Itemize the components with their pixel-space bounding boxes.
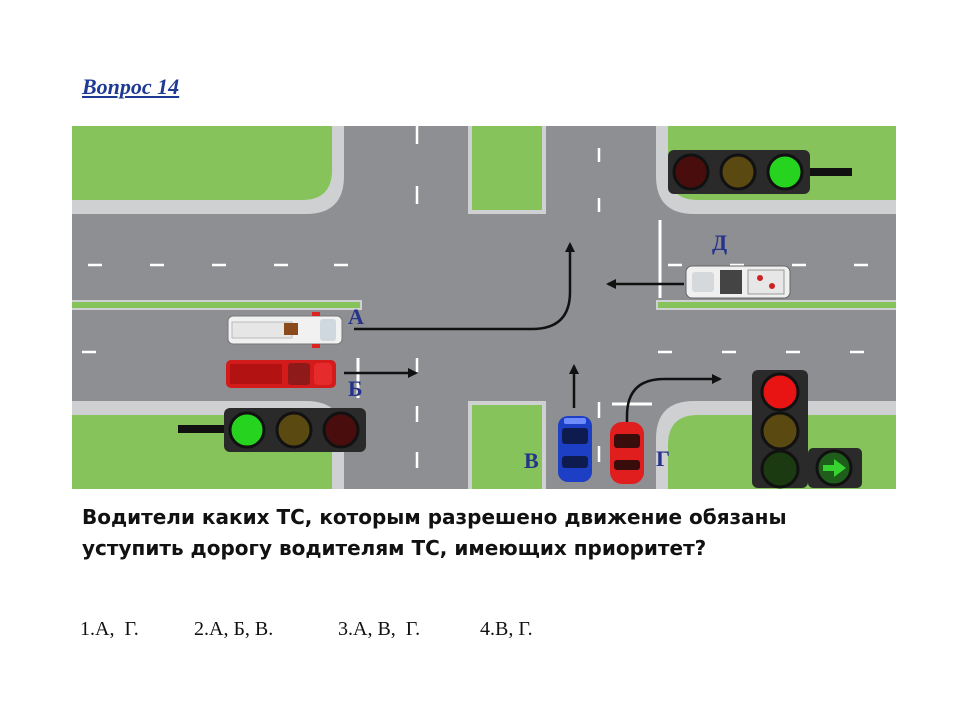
grass-top-median <box>468 126 546 214</box>
traffic-light-bottom-left <box>178 408 366 452</box>
answer-option-3[interactable]: 3.А, В, Г. <box>338 618 421 640</box>
vehicle-g-car <box>610 422 644 484</box>
vehicle-label-b: Б <box>348 376 363 401</box>
answer-option-1[interactable]: 1.А, Г. <box>80 618 139 640</box>
question-title: Вопрос 14 <box>82 74 180 99</box>
median-left <box>72 300 362 310</box>
question-text: Водители каких ТС, которым разрешено дви… <box>82 505 787 560</box>
arrow-vehicle-g <box>625 374 722 422</box>
grass-bottom-median <box>468 401 546 489</box>
vehicle-label-g: Г <box>656 446 670 471</box>
vehicle-b-pickup <box>226 360 336 388</box>
intersection-diagram: А Б В Г Д <box>72 126 896 489</box>
traffic-light-bottom-right <box>752 370 862 489</box>
grass-top-left <box>72 126 344 214</box>
median-right <box>656 300 896 310</box>
traffic-light-top-right <box>668 150 852 194</box>
vehicle-v-car <box>558 416 592 482</box>
answer-option-2[interactable]: 2.А, Б, В. <box>194 618 274 640</box>
vehicle-label-a: А <box>348 304 364 329</box>
arrow-vehicle-a <box>354 242 575 331</box>
answer-options: 1.А, Г. 2.А, Б, В. 3.А, В, Г. 4.В, Г. <box>80 618 900 648</box>
vehicle-a-ambulance <box>227 312 343 348</box>
vehicle-label-d: Д <box>712 230 727 255</box>
lane-markings <box>82 126 868 468</box>
answer-option-4[interactable]: 4.В, Г. <box>480 618 533 640</box>
vehicle-label-v: В <box>524 448 539 473</box>
vehicle-d-pickup <box>685 265 791 299</box>
green-arrow-right-icon <box>823 459 846 477</box>
